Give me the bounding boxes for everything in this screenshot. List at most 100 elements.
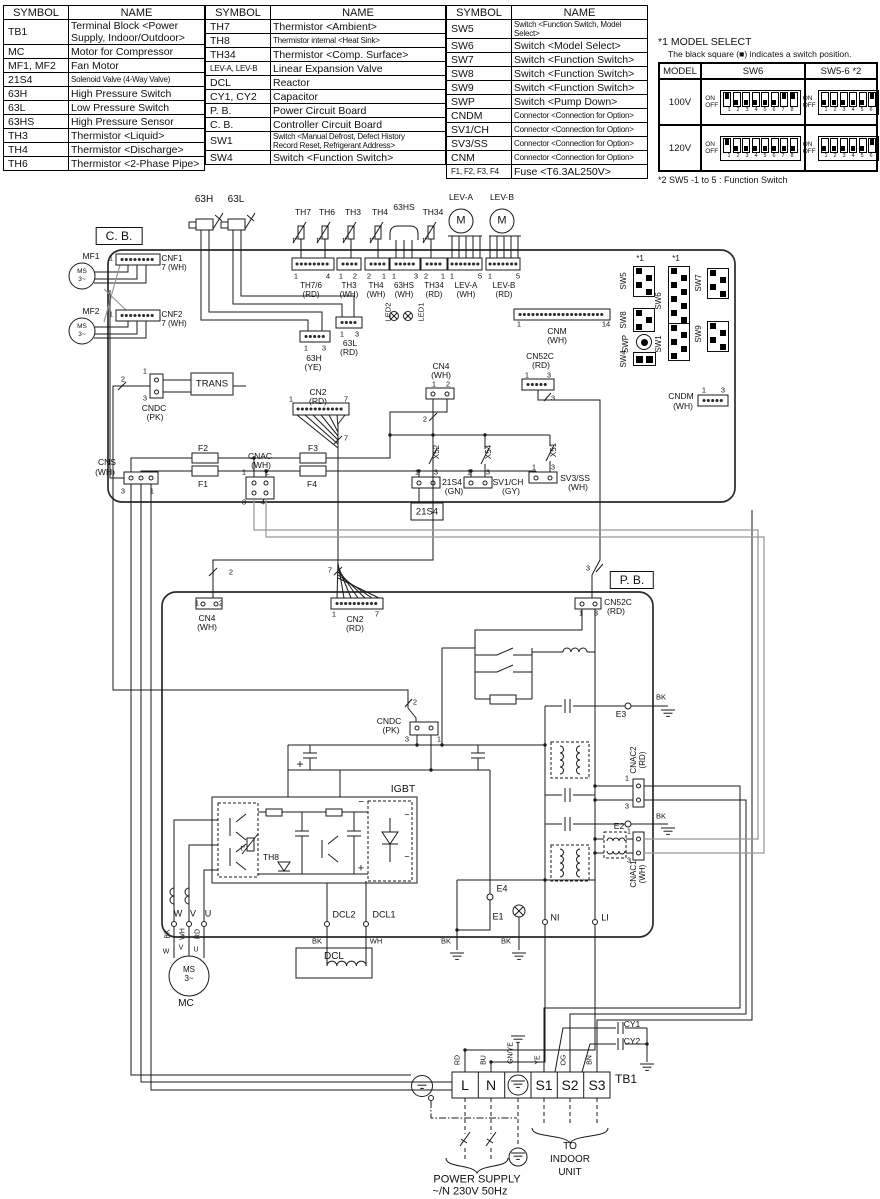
label-1: 1 (701, 385, 707, 395)
model-select-header: SW5-6 *2 (805, 63, 877, 79)
label-cy2: CY2 (623, 1035, 641, 1046)
component-symbol: SW4 (205, 150, 271, 165)
label-cnac1: CNAC1 (629, 860, 638, 888)
label-pk: (PK) (382, 724, 400, 735)
cb-dip-row (709, 277, 727, 283)
component-name: Thermistor <Comp. Surface> (270, 47, 446, 62)
label-w: W (173, 908, 183, 919)
cb-dip-row (670, 310, 688, 316)
cb-dip-row (670, 289, 688, 295)
dip-switch-number: 6 (869, 106, 873, 113)
label-mf1: MF1 (82, 250, 100, 261)
component-symbol: TH8 (205, 33, 271, 48)
label-ms: MS (77, 322, 87, 330)
component-name: Connector <Connection for Option> (511, 122, 648, 137)
cn4-path (195, 387, 455, 610)
label-3: 3 (354, 329, 360, 339)
label-mc: MC (178, 998, 194, 1009)
dip-switch-number: 2 (736, 106, 740, 113)
cb-dip-row (670, 282, 688, 288)
lev-motor-icons (448, 208, 521, 258)
component-symbol: SWP (446, 94, 512, 109)
dip-switch-number: 5 (860, 152, 864, 159)
component-name: Reactor (270, 75, 446, 90)
dip-switch-5 (761, 137, 770, 153)
component-symbol: CNDM (446, 108, 512, 123)
label-power-supply: POWER SUPPLY (433, 1173, 521, 1186)
label-cn4: CN4 (432, 360, 450, 371)
igbt-module (211, 796, 418, 884)
label-21s4: 21S4 (415, 506, 439, 518)
label-bu: BU (480, 1055, 488, 1065)
dip-switch-4 (849, 91, 858, 107)
label-sw1: SW1 (654, 335, 663, 353)
label-bk: BK (311, 936, 323, 946)
label-ye: YE (534, 1055, 542, 1065)
component-name: Switch <Function Switch, Model Select> (511, 19, 648, 39)
label-: ~ (404, 809, 410, 820)
cnm-cndm-connectors (513, 308, 729, 407)
label-sw8: SW8 (619, 311, 628, 329)
component-name: Solenoid Valve (4-Way Valve) (68, 72, 205, 87)
label-m: M (456, 214, 466, 227)
pressure-switch-connectors (299, 316, 363, 343)
cb-dip-row (670, 339, 688, 345)
label-4: 4 (260, 497, 266, 507)
component-symbol: DCL (205, 75, 271, 90)
label-l: L (461, 1077, 469, 1093)
label-1: 1 (338, 271, 344, 281)
label-dcl: DCL (323, 951, 345, 962)
label-1: 1 (331, 609, 337, 619)
label-1: *1 (636, 254, 644, 263)
label-1: 1 (194, 598, 200, 608)
label-f3: F3 (308, 442, 318, 453)
label-bk: BK (440, 936, 452, 946)
label-th34: TH34 (422, 206, 444, 217)
cb-dip-row (670, 303, 688, 309)
label-rd: RD (194, 928, 202, 940)
dip-switch-number: 3 (745, 106, 749, 113)
label-bn: BN (586, 1055, 594, 1065)
label-: + (296, 757, 304, 771)
label-th7: TH7 (294, 206, 312, 217)
label-1: 1 (449, 271, 455, 281)
label-cn2: CN2 (346, 613, 364, 624)
label-2: 2 (264, 467, 270, 477)
label-1: 1 (436, 734, 442, 744)
label-: + (357, 862, 365, 875)
component-name: Thermistor internal <Heat Sink> (270, 33, 446, 48)
component-symbol: CNM (446, 150, 512, 165)
label-rd: (RD) (340, 346, 358, 357)
component-name: Connector <Connection for Option> (511, 150, 648, 165)
component-symbol: SW5 (446, 19, 512, 39)
label-wh: (WH) (95, 466, 115, 477)
led-icons (389, 311, 413, 321)
label-2: 2 (423, 271, 429, 281)
label-lev-b: LEV-B (489, 191, 515, 202)
label-rd: (RD) (346, 622, 364, 633)
component-symbol: TH4 (3, 142, 69, 157)
label-rd: (RD) (607, 605, 625, 616)
label-m: M (497, 214, 507, 227)
label-s3: S3 (588, 1077, 606, 1093)
label-63hs: 63HS (393, 201, 415, 212)
label-3: 3 (585, 563, 591, 573)
component-name: Linear Expansion Valve (270, 61, 446, 76)
cb-dip-row (670, 346, 688, 352)
dip-switch-5 (761, 91, 770, 107)
label-cndc: CNDC (141, 402, 167, 413)
dip-switch-7 (780, 91, 789, 107)
cb-dip-row (635, 310, 653, 316)
component-symbol: 63L (3, 100, 69, 115)
dip-switch-number: 5 (860, 106, 864, 113)
label-rd: (RD) (532, 359, 550, 370)
dip-switch-number: 4 (754, 152, 758, 159)
label-63hs: 63HS (393, 281, 415, 290)
cn52c-path (474, 378, 604, 652)
label-3: 3 (413, 271, 419, 281)
cb-dip-row (709, 323, 727, 329)
